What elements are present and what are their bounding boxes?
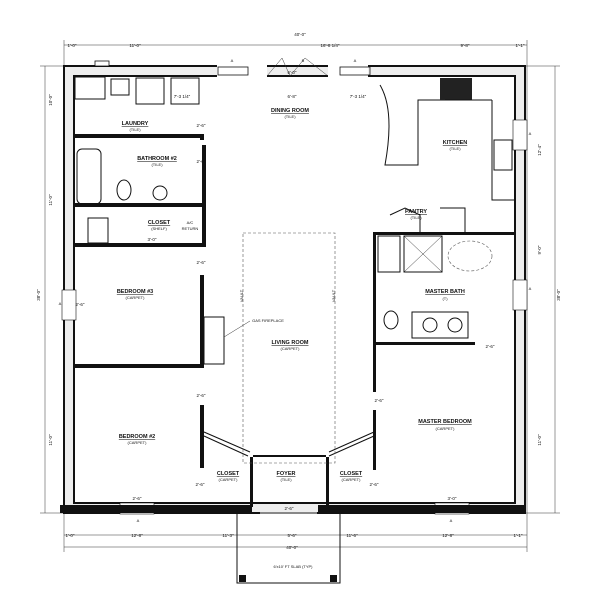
ac-label: A/C <box>187 220 194 225</box>
fixtures <box>74 76 515 584</box>
room-master-bedroom: MASTER BEDROOM <box>418 419 472 425</box>
dim-door: 2'-6" <box>76 302 85 307</box>
dim-door: 2'-6" <box>370 482 379 487</box>
floor-closet-shelf: (SHELF) <box>151 226 167 231</box>
room-bedroom-3: BEDROOM #3 <box>117 289 153 295</box>
angled-closet-walls <box>203 431 375 457</box>
exterior-walls <box>61 60 528 516</box>
dim-left: 11'-0" <box>48 194 53 206</box>
floor-master-bedroom: (CARPET) <box>436 426 456 431</box>
dim-door: 2'-6" <box>197 159 206 164</box>
dim-door: 6'-0" <box>288 70 297 75</box>
floor-laundry: (TILE) <box>129 127 141 132</box>
dim-right: 12'-4" <box>537 144 542 156</box>
dim-left: 11'-0" <box>48 434 53 446</box>
room-pantry: PANTRY <box>405 209 427 215</box>
dim-door: 2'-6" <box>197 123 206 128</box>
floor-bedroom-3: (CARPET) <box>126 295 146 300</box>
dim-top: 16'-8 1/4" <box>321 43 340 48</box>
dim-top-overall: 40'-0" <box>294 32 306 37</box>
floor-dining: (TILE) <box>284 114 296 119</box>
dim-window: 7'-3 1/4" <box>174 94 191 99</box>
window-tag: A <box>137 518 140 523</box>
room-laundry: LAUNDRY <box>122 121 149 127</box>
vault-note: VAULT <box>331 289 336 302</box>
fireplace-note: GAS FIREPLACE <box>252 318 284 323</box>
window-tag: B <box>302 58 305 63</box>
dim-top: 11'-0" <box>129 43 141 48</box>
slab-note: 6'x10' FT SLAB (TYP) <box>273 564 313 569</box>
dim-door: 2'-6" <box>285 506 294 511</box>
dim-door: 2'-6" <box>197 260 206 265</box>
dim-window: 7'-3 1/4" <box>350 94 367 99</box>
fireplace-leader <box>223 320 251 338</box>
floor-living: (CARPET) <box>281 346 301 351</box>
dim-door: 2'-6" <box>196 482 205 487</box>
room-kitchen: KITCHEN <box>443 140 467 146</box>
room-closet-shelf: CLOSET <box>148 220 171 226</box>
ac-return: RETURN <box>182 226 199 231</box>
dim-top: 1'-1" <box>516 43 525 48</box>
dim-door: 2'-6" <box>133 496 142 501</box>
vault-note: VAULT <box>239 289 244 302</box>
dim-left: 10'-0" <box>48 94 53 106</box>
dim-bottom: 1'-1" <box>514 533 523 538</box>
dim-bottom: 11'-6" <box>346 533 358 538</box>
window-tag: A <box>450 518 453 523</box>
room-closet-left: CLOSET <box>217 471 240 477</box>
dim-door: 2'-6" <box>375 398 384 403</box>
dim-door: 3'-0" <box>448 496 457 501</box>
dim-window: 6'-8" <box>288 94 297 99</box>
window-tag: A <box>59 301 62 306</box>
dim-door: 2'-6" <box>486 344 495 349</box>
window-tag: A <box>354 58 357 63</box>
dim-top: 9'-8" <box>461 43 470 48</box>
interior-walls <box>60 134 525 513</box>
floor-bathroom-2: (TILE) <box>151 162 163 167</box>
french-door-swing <box>266 57 329 77</box>
room-foyer: FOYER <box>277 471 296 477</box>
room-closet-right: CLOSET <box>340 471 363 477</box>
dim-bottom: 5'-6" <box>288 533 297 538</box>
room-master-bath: MASTER BATH <box>425 289 465 295</box>
floor-pantry: (TILE) <box>410 215 422 220</box>
floor-closet-right: (CARPET) <box>342 477 362 482</box>
window-tag: A <box>529 131 532 136</box>
window-tag: A <box>529 286 532 291</box>
dim-bottom: 12'-8" <box>442 533 454 538</box>
floor-kitchen: (TILE) <box>449 146 461 151</box>
dim-right: 38'-0" <box>556 289 561 301</box>
room-bedroom-2: BEDROOM #2 <box>119 434 155 440</box>
dim-bottom: 11'-3" <box>222 533 234 538</box>
dim-left: 38'-0" <box>36 289 41 301</box>
room-bathroom-2: BATHROOM #2 <box>137 156 177 162</box>
dim-door: 3'-0" <box>148 237 157 242</box>
dim-top: 1'-0" <box>68 43 77 48</box>
room-dining: DINING ROOM <box>271 108 309 114</box>
dim-door: 2'-6" <box>197 393 206 398</box>
dim-right: 11'-0" <box>537 434 542 446</box>
floor-closet-left: (CARPET) <box>219 477 239 482</box>
room-living: LIVING ROOM <box>272 340 309 346</box>
dim-bottom: 12'-8" <box>131 533 143 538</box>
floor-bedroom-2: (CARPET) <box>128 440 148 445</box>
window-tag: A <box>231 58 234 63</box>
floor-foyer: (TILE) <box>280 477 292 482</box>
dim-bottom: 1'-0" <box>66 533 75 538</box>
dim-right: 9'-0" <box>537 245 542 254</box>
dim-bottom-overall: 40'-0" <box>286 545 298 550</box>
floor-master-bath: (T) <box>442 296 448 301</box>
